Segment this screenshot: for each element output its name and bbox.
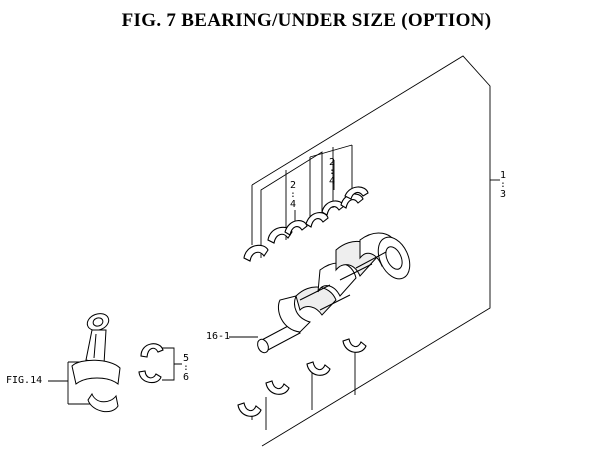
callout-connecting-rod-ref: FIG.14 [6,375,43,386]
callout-main-bearing-sep: : [500,180,506,190]
bearing-shell-upper-5 [321,200,345,216]
callout-rod-bearing-top: 5 [183,353,190,364]
bearing-shell-upper-3 [284,220,308,236]
leader-upper-c [309,144,353,218]
fig14-bracket [48,361,94,405]
callout-upper-shells-a-bottom: 4 [290,199,297,210]
callout-upper-shells-b-sep: : [329,167,335,177]
bearing-shell-lower-2 [265,380,290,395]
leader-lower [251,350,356,430]
rod-bearing-bracket [160,347,182,381]
callout-upper-shells-b: 2 : 4 [329,157,335,187]
callout-rod-bearing: 5 : 6 [183,353,189,383]
callout-upper-shells-b-top: 2 [329,157,336,168]
rod-bearing-shell-lower [138,370,162,384]
bearing-shell-upper-4 [305,212,329,228]
callout-rod-bearing-sep: : [183,363,189,373]
bearing-shell-lower-1 [237,402,262,417]
callout-main-bearing: 1 : 3 [500,170,506,200]
callout-upper-shells-b-bottom: 4 [329,176,336,187]
figure-title: FIG. 7 BEARING/UNDER SIZE (OPTION) [121,10,492,31]
bearing-shell-lower-3 [306,361,331,376]
bearing-shell-upper-7 [344,186,369,200]
bearing-shell-lower-4 [342,338,367,353]
connecting-rod [71,313,121,413]
rod-bearing-shell-upper [140,343,164,358]
assembly-frame [251,55,491,447]
bearing-shell-upper-1 [243,244,269,262]
callout-main-bearing-top: 1 [500,170,507,181]
crankshaft [257,232,411,354]
callout-upper-shells-a-top: 2 [290,180,297,191]
callout-upper-shells-a-sep: : [290,190,296,200]
callout-crankshaft: 16-1 [206,331,231,342]
callout-rod-bearing-bottom: 6 [183,372,190,383]
callout-main-bearing-bottom: 3 [500,189,507,200]
callout-upper-shells-a: 2 : 4 [290,180,296,210]
leader-upper-a [260,151,323,258]
